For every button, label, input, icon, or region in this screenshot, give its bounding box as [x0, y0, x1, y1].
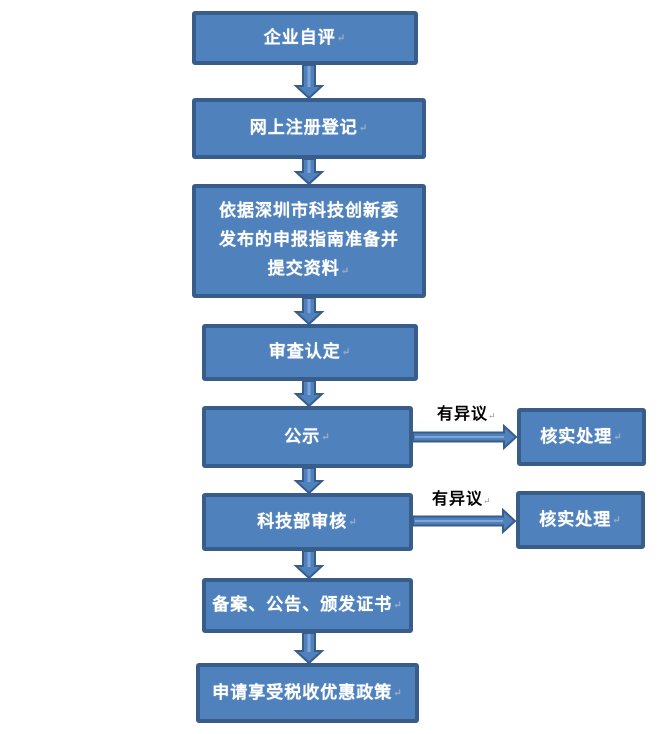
- right-arrow: [412, 507, 517, 535]
- step-label: 备案、公告、颁发证书: [212, 595, 393, 615]
- step-label: 科技部审核: [257, 511, 348, 532]
- down-arrow: [293, 64, 325, 100]
- paragraph-mark: ↵: [393, 687, 403, 699]
- step-review: 审查认定↵: [202, 324, 418, 381]
- paragraph-mark: ↵: [488, 412, 497, 422]
- paragraph-mark: ↵: [340, 265, 351, 277]
- step-label: 审查认定: [268, 342, 341, 362]
- step-label: 公示: [284, 426, 321, 447]
- condition-text: 有异议: [437, 404, 489, 423]
- step-online-register: 网上注册登记↵: [192, 98, 426, 159]
- paragraph-mark: ↵: [613, 431, 623, 443]
- step-label-line-3: 提交资料: [267, 258, 340, 279]
- branch-condition-label-1: 有异议↵: [437, 400, 497, 424]
- paragraph-mark: ↵: [341, 347, 352, 358]
- paragraph-mark: ↵: [336, 32, 347, 44]
- step-label: 申请享受税收优惠政策: [212, 682, 393, 703]
- step-label: 网上注册登记: [249, 118, 358, 138]
- step-label-line-2: 发布的申报指南准备并: [219, 229, 399, 250]
- step-certify: 备案、公告、颁发证书↵: [202, 578, 413, 633]
- step-ministry-review: 科技部审核↵: [202, 493, 413, 551]
- paragraph-mark: ↵: [612, 514, 622, 526]
- branch-label: 核实处理: [539, 509, 612, 530]
- paragraph-mark: ↵: [393, 600, 403, 611]
- down-arrow: [293, 550, 325, 580]
- branch-label: 核实处理: [540, 426, 613, 447]
- branch-verify-box-1: 核实处理↵: [517, 408, 646, 466]
- step-tax-benefit: 申请享受税收优惠政策↵: [196, 663, 419, 723]
- down-arrow: [293, 632, 325, 665]
- paragraph-mark: ↵: [348, 516, 358, 528]
- down-arrow: [293, 297, 325, 326]
- right-arrow: [412, 423, 518, 451]
- down-arrow: [293, 467, 325, 495]
- step-label-line-1: 依据深圳市科技创新委: [219, 200, 399, 221]
- condition-text: 有异议: [432, 489, 484, 508]
- branch-verify-box-2: 核实处理↵: [516, 491, 645, 549]
- down-arrow: [293, 158, 325, 186]
- step-publicity: 公示↵: [202, 406, 413, 468]
- paragraph-mark: ↵: [483, 497, 492, 507]
- branch-condition-label-2: 有异议↵: [432, 485, 492, 509]
- paragraph-mark: ↵: [358, 123, 369, 134]
- step-prepare-materials: 依据深圳市科技创新委 发布的申报指南准备并 提交资料↵: [192, 184, 426, 298]
- down-arrow: [293, 380, 325, 408]
- step-label: 企业自评: [263, 27, 336, 48]
- paragraph-mark: ↵: [321, 431, 331, 443]
- step-self-evaluation: 企业自评↵: [192, 11, 418, 65]
